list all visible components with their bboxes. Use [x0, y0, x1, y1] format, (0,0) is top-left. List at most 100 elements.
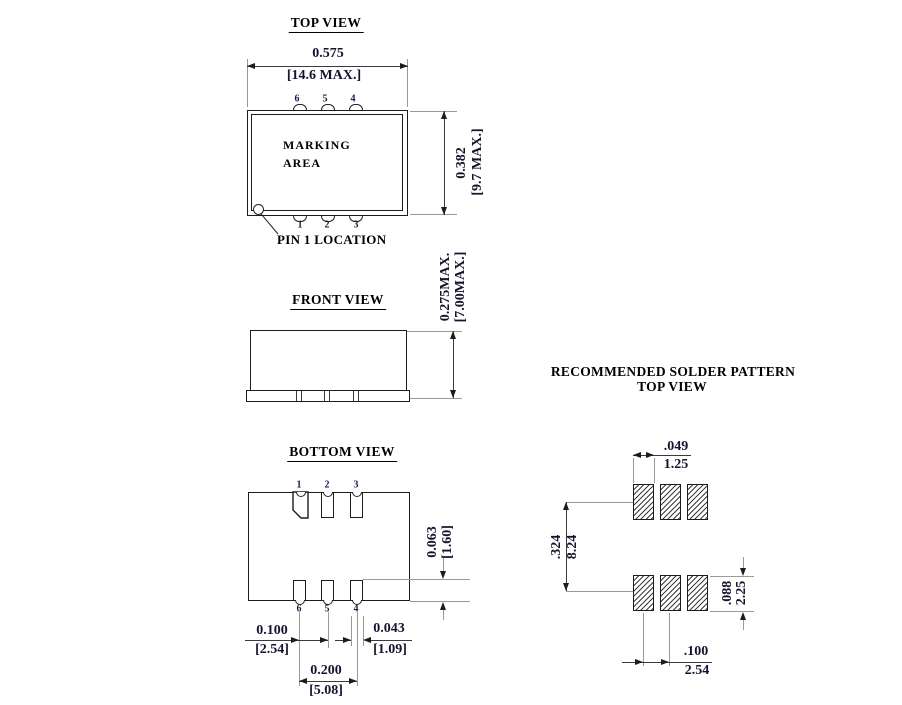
- front-height-inch: 0.275MAX.: [438, 252, 453, 322]
- extension-line: [328, 612, 329, 648]
- castellation-mark: [301, 391, 303, 401]
- pad-pitch-mm: 2.54: [684, 663, 710, 678]
- pitch-inch: 0.100: [256, 623, 288, 638]
- pin-pad: [321, 580, 334, 601]
- castellation-mark: [358, 391, 360, 401]
- castellation-mark: [296, 391, 298, 401]
- row-spacing-mm: 8.24: [565, 534, 580, 560]
- extension-line: [299, 612, 300, 686]
- pad-width-inch: .049: [663, 439, 689, 454]
- pin-number: 3: [353, 479, 359, 491]
- castellation-mark: [324, 391, 326, 401]
- pin-width-inch: 0.043: [373, 621, 405, 636]
- extension-line: [669, 613, 670, 666]
- pin-length-mm: [1.60]: [440, 525, 455, 559]
- dimension-line: [453, 331, 455, 398]
- arrowhead: [349, 678, 357, 684]
- row-spacing-inch: .324: [549, 534, 564, 560]
- extension-line: [710, 611, 754, 612]
- dimension-line: [443, 558, 444, 572]
- solder-pad: [660, 484, 681, 520]
- arrowhead: [440, 602, 446, 610]
- extension-line: [633, 458, 634, 483]
- pin-pad: [350, 580, 363, 601]
- pin-length-inch: 0.063: [425, 526, 440, 558]
- pin1-indicator-circle: [253, 204, 264, 215]
- pad-width-mm: 1.25: [663, 457, 689, 472]
- arrowhead: [441, 111, 447, 119]
- solder-pattern-title: RECOMMENDED SOLDER PATTERN: [550, 364, 796, 379]
- pin-number: 3: [353, 219, 359, 231]
- arrowhead: [633, 452, 641, 458]
- arrowhead: [440, 571, 446, 579]
- dimension-line: [743, 620, 744, 630]
- solder-pad: [633, 484, 654, 520]
- pitch-mm: [2.54]: [255, 642, 289, 657]
- dimension-line: [743, 557, 744, 570]
- extension-line: [566, 591, 633, 592]
- extension-line: [643, 613, 644, 666]
- dimension-line: [299, 681, 357, 683]
- extension-line: [566, 502, 633, 503]
- castellation-mark: [353, 391, 355, 401]
- pin-number: 4: [353, 603, 359, 615]
- extension-line: [410, 111, 457, 112]
- arrowhead: [343, 637, 351, 643]
- castellation-notch: [349, 104, 363, 110]
- bottom-view-title: BOTTOM VIEW: [287, 444, 397, 462]
- front-height-mm: [7.00MAX.]: [453, 251, 468, 323]
- arrowhead: [646, 452, 654, 458]
- arrowhead: [320, 637, 328, 643]
- castellation-notch: [323, 600, 333, 605]
- extension-line: [407, 331, 462, 332]
- dimension-line: [633, 455, 691, 457]
- pin-number: 6: [294, 93, 300, 105]
- arrowhead: [563, 502, 569, 510]
- extension-line: [410, 398, 462, 399]
- castellation-notch: [321, 104, 335, 110]
- pin-number: 5: [324, 603, 330, 615]
- dim-width-mm: [14.6 MAX.]: [286, 68, 362, 83]
- extension-line: [407, 59, 408, 107]
- pin-number: 2: [324, 479, 330, 491]
- extension-line: [247, 59, 248, 107]
- extension-line: [710, 576, 754, 577]
- pad-pitch-inch: .100: [683, 644, 709, 659]
- dimension-line: [247, 66, 408, 68]
- extension-line: [410, 601, 470, 602]
- marking-area-label: AREA: [283, 156, 322, 170]
- dimension-line: [444, 111, 446, 215]
- marking-area-label: MARKING: [283, 138, 351, 152]
- package-inner-outline: [251, 114, 403, 211]
- solder-pad: [633, 575, 654, 611]
- span-mm: [5.08]: [309, 683, 343, 698]
- dimension-line: [566, 502, 568, 591]
- castellation-notch: [352, 600, 362, 605]
- pin-number: 5: [322, 93, 328, 105]
- extension-line: [410, 214, 457, 215]
- extension-line: [363, 616, 364, 646]
- solder-pattern-subtitle: TOP VIEW: [637, 379, 707, 394]
- arrowhead: [363, 637, 371, 643]
- castellation-mark: [329, 391, 331, 401]
- arrowhead: [441, 207, 447, 215]
- front-view-title: FRONT VIEW: [290, 292, 386, 310]
- pin-number: 2: [324, 219, 330, 231]
- extension-line: [363, 579, 470, 580]
- arrowhead: [247, 63, 255, 69]
- arrowhead: [400, 63, 408, 69]
- front-base: [246, 390, 410, 402]
- dim-height-mm: [9.7 MAX.]: [470, 128, 485, 196]
- arrowhead: [740, 568, 746, 576]
- arrowhead: [740, 612, 746, 620]
- dimension-line: [371, 640, 412, 642]
- arrowhead: [291, 637, 299, 643]
- pad-height-mm: 2.25: [734, 580, 749, 606]
- front-body: [250, 330, 407, 391]
- solder-pad: [687, 484, 708, 520]
- span-inch: 0.200: [310, 663, 342, 678]
- arrowhead: [450, 331, 456, 339]
- pin-number: 6: [296, 603, 302, 615]
- solder-pad: [687, 575, 708, 611]
